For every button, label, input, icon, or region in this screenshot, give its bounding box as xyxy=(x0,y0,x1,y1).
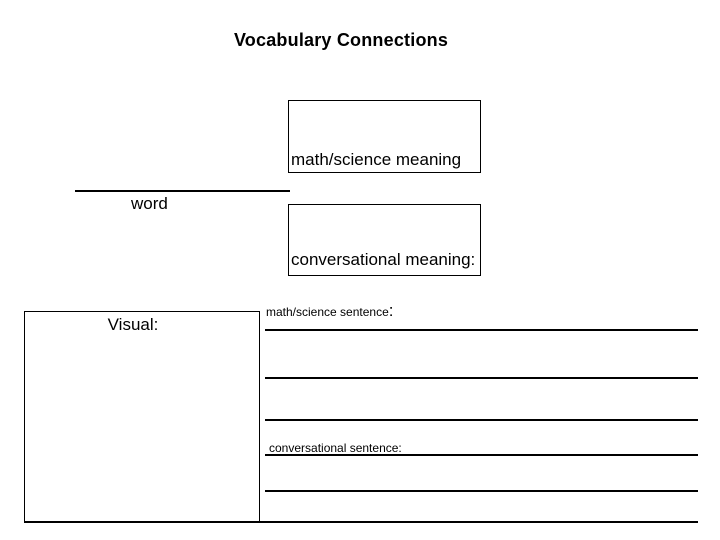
sentence-blank-line-2 xyxy=(265,377,698,379)
sentence-blank-line-5 xyxy=(265,490,698,492)
sentence-blank-line-3 xyxy=(265,419,698,421)
word-label: word xyxy=(131,194,168,213)
sentence-blank-line-1 xyxy=(265,329,698,331)
math-science-sentence-label: math/science sentence: xyxy=(266,301,394,320)
conversational-meaning-label: conversational meaning: xyxy=(291,250,476,269)
conversational-meaning-box: conversational meaning: xyxy=(288,204,481,276)
visual-label: Visual: xyxy=(107,315,159,334)
math-science-meaning-label: math/science meaning xyxy=(291,150,462,169)
slide-title: Vocabulary Connections xyxy=(233,30,449,50)
sentence-blank-line-4 xyxy=(265,454,698,456)
math-science-meaning-box: math/science meaning xyxy=(288,100,481,173)
word-blank-line xyxy=(75,190,290,192)
bottom-blank-line xyxy=(24,521,698,523)
math-science-sentence-colon: : xyxy=(388,301,394,320)
math-science-sentence-text: math/science sentence xyxy=(266,305,389,319)
conversational-sentence-label: conversational sentence: xyxy=(269,441,402,455)
visual-box: Visual: xyxy=(24,311,260,523)
